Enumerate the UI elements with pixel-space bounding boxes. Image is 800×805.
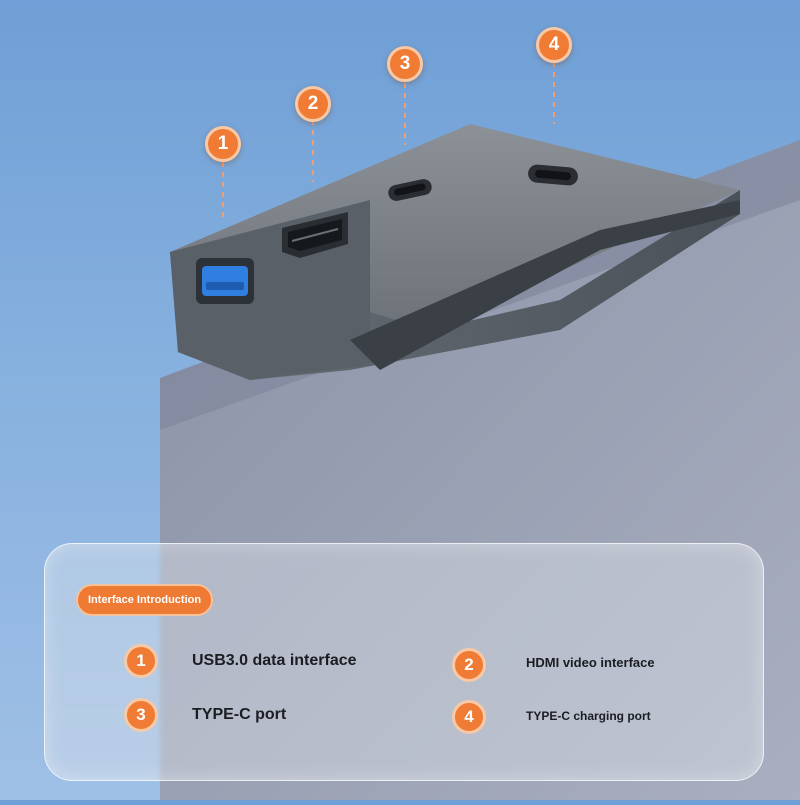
leader-lines — [222, 62, 555, 222]
callout-marker-3: 3 — [387, 46, 423, 82]
legend-number-1: 1 — [124, 644, 158, 678]
legend-label-typec: TYPE-C port — [192, 706, 287, 723]
legend-number-2: 2 — [452, 648, 486, 682]
legend-label-hdmi: HDMI video interface — [526, 655, 655, 670]
legend-label-usb: USB3.0 data interface — [192, 652, 357, 669]
hub-clip — [350, 200, 740, 370]
callout-marker-1: 1 — [205, 126, 241, 162]
callout-marker-4: 4 — [536, 27, 572, 63]
usb-c-port-icon — [388, 179, 432, 201]
callout-marker-2: 2 — [295, 86, 331, 122]
usb-a-port-icon — [196, 258, 254, 304]
legend-number-3: 3 — [124, 698, 158, 732]
legend-label-typec-charging: TYPE-C charging port — [526, 709, 651, 723]
usb-c-charging-port-icon — [528, 164, 578, 186]
interface-introduction-badge: Interface Introduction — [76, 584, 214, 616]
interface-info-panel — [44, 543, 764, 781]
legend-number-4: 4 — [452, 700, 486, 734]
hdmi-port-icon — [282, 212, 348, 258]
